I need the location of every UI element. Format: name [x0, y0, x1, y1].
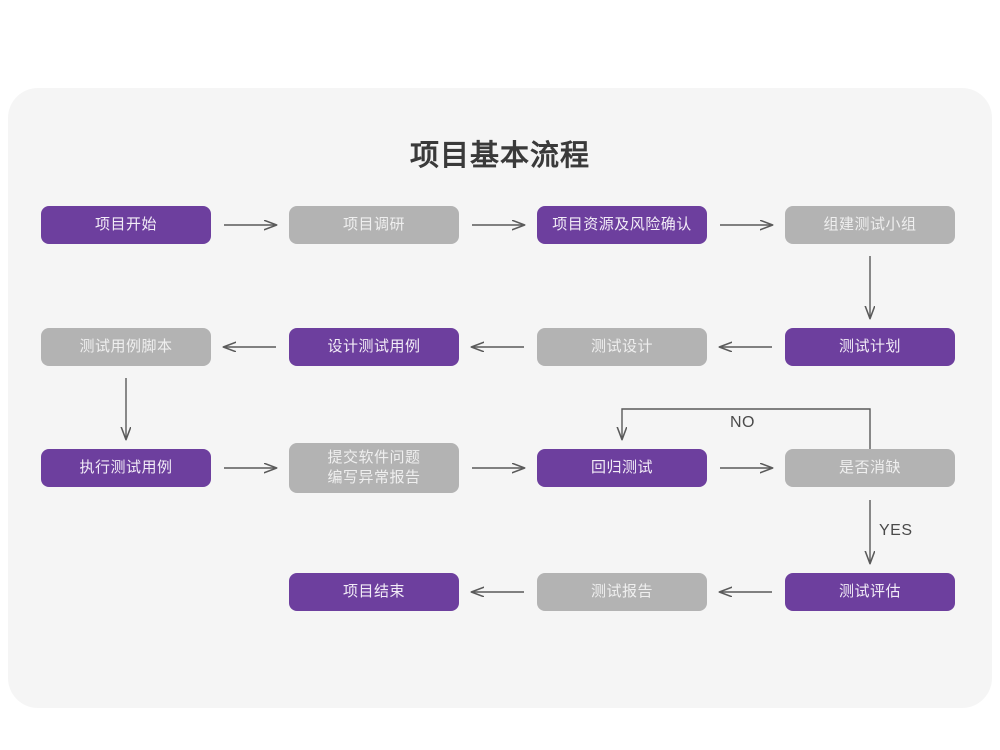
flowchart-card	[8, 88, 992, 708]
node-test-report[interactable]: 测试报告	[537, 573, 707, 611]
node-label: 提交软件问题 编写异常报告	[327, 448, 421, 486]
node-project-research[interactable]: 项目调研	[289, 206, 459, 244]
node-test-evaluation[interactable]: 测试评估	[785, 573, 955, 611]
node-regression-test[interactable]: 回归测试	[537, 449, 707, 487]
page-title: 项目基本流程	[409, 140, 590, 172]
node-label: 设计测试用例	[327, 337, 421, 355]
node-label: 项目开始	[94, 215, 157, 233]
node-form-test-team[interactable]: 组建测试小组	[785, 206, 955, 244]
node-label: 测试报告	[590, 582, 653, 600]
node-resource-risk-confirm[interactable]: 项目资源及风险确认	[537, 206, 707, 244]
edge-label-yes: YES	[879, 522, 913, 539]
node-label: 回归测试	[590, 458, 653, 476]
node-test-plan[interactable]: 测试计划	[785, 328, 955, 366]
node-execute-test-cases[interactable]: 执行测试用例	[41, 449, 211, 487]
node-project-start[interactable]: 项目开始	[41, 206, 211, 244]
node-label: 执行测试用例	[79, 458, 173, 476]
node-label: 测试设计	[590, 337, 653, 355]
edge-label-no: NO	[730, 414, 755, 431]
node-label: 测试用例脚本	[79, 337, 173, 355]
node-project-end[interactable]: 项目结束	[289, 573, 459, 611]
node-label: 项目结束	[342, 582, 405, 600]
node-defects-resolved-decision[interactable]: 是否消缺	[785, 449, 955, 487]
node-design-test-cases[interactable]: 设计测试用例	[289, 328, 459, 366]
node-label: 是否消缺	[838, 458, 901, 476]
node-test-case-script[interactable]: 测试用例脚本	[41, 328, 211, 366]
node-test-design[interactable]: 测试设计	[537, 328, 707, 366]
node-label: 测试计划	[838, 337, 901, 355]
node-label: 组建测试小组	[823, 215, 917, 233]
node-label: 项目资源及风险确认	[552, 215, 692, 233]
node-label: 项目调研	[342, 215, 405, 233]
node-submit-defects-report[interactable]: 提交软件问题 编写异常报告	[289, 443, 459, 493]
node-label: 测试评估	[838, 582, 901, 600]
